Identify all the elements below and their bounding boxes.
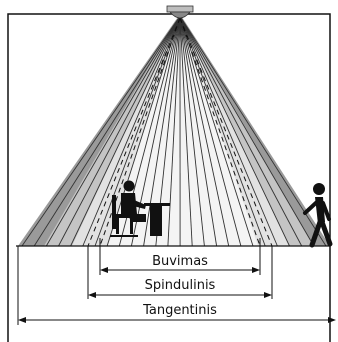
detection-ray [70, 15, 181, 247]
detection-ray [45, 15, 181, 247]
room-frame [7, 13, 331, 342]
detection-ray [33, 15, 181, 247]
detection-ray [179, 15, 327, 247]
detection-ray [179, 15, 242, 247]
detection-ray [179, 15, 303, 247]
ceiling-sensor-icon [166, 5, 194, 19]
radial-dimension [87, 246, 273, 299]
tangential-dimension [17, 246, 336, 325]
detection-ray [179, 15, 205, 247]
walking-person-icon [303, 183, 333, 248]
detection-ray [130, 15, 181, 247]
detection-ray [179, 15, 315, 247]
detection-ray [58, 15, 181, 247]
detection-ray [106, 15, 181, 247]
detection-ray [179, 15, 230, 247]
detection-ray [143, 15, 181, 247]
detection-ray [179, 15, 254, 247]
radial-label: Spindulinis [145, 278, 216, 293]
detection-ray [179, 15, 278, 247]
detection-ray [167, 15, 181, 247]
detection-ray [179, 15, 193, 247]
detection-ray [179, 15, 218, 247]
tangential-label: Tangentinis [142, 303, 217, 318]
seated-person-at-desk-icon [110, 180, 170, 237]
cone-center-zone [108, 14, 258, 246]
detection-ray [179, 15, 290, 247]
detection-ray [21, 15, 181, 247]
presence-label: Buvimas [152, 254, 208, 269]
detection-ray [82, 15, 181, 247]
detection-cone [16, 14, 330, 247]
presence-dimension [99, 238, 261, 275]
